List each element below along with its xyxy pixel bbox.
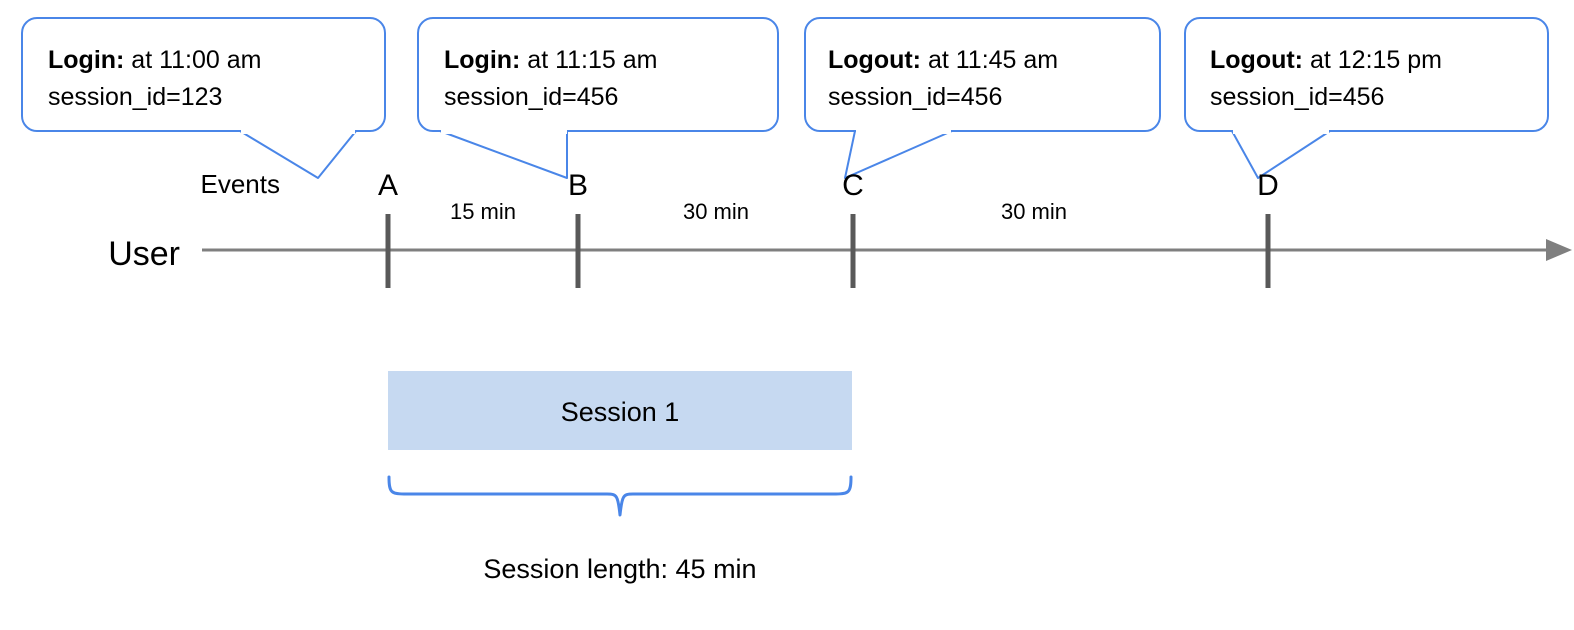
callout-logout-1145[interactable]: Logout: at 11:45 am session_id=456 — [804, 17, 1161, 179]
callout-2-tail — [439, 130, 568, 179]
callout-login-1115[interactable]: Login: at 11:15 am session_id=456 — [417, 17, 779, 179]
callout-1-tail-mask — [241, 128, 355, 134]
callout-3-tail — [844, 130, 953, 179]
callout-4-tail-fill — [1232, 131, 1330, 178]
callout-3-box[interactable] — [804, 17, 1161, 132]
session-bar[interactable]: Session 1 — [388, 371, 852, 450]
callout-4-tail-mask — [1233, 128, 1329, 134]
session-bar-label: Session 1 — [561, 397, 680, 427]
callout-3-tail-mask — [856, 128, 951, 134]
callout-1-box[interactable] — [21, 17, 386, 132]
callout-4-lead: Logout: — [1210, 46, 1303, 74]
callout-4-tail — [1231, 130, 1331, 179]
callout-2-lead: Login: — [444, 46, 520, 74]
session-bar-rect[interactable] — [388, 371, 852, 450]
callout-2-line-1: Login: at 11:15 am — [444, 46, 657, 74]
session-length-brace — [387, 475, 853, 517]
callout-3-line-2: session_id=456 — [828, 83, 1002, 111]
tick-label-b: B — [568, 169, 588, 202]
callout-3-lead: Logout: — [828, 46, 921, 74]
callout-4-box[interactable] — [1184, 17, 1549, 132]
interval-label-cd: 30 min — [1001, 199, 1067, 224]
callout-2-line-2: session_id=456 — [444, 83, 618, 111]
callout-1-line-1: Login: at 11:00 am — [48, 46, 261, 74]
tick-label-c: C — [842, 169, 864, 202]
callout-2-detail: at 11:15 am — [520, 46, 657, 74]
session-length-caption: Session length: 45 min — [483, 554, 756, 584]
callout-logout-1215[interactable]: Logout: at 12:15 pm session_id=456 — [1184, 17, 1549, 179]
callout-3-detail: at 11:45 am — [921, 46, 1058, 74]
callout-4-line-1: Logout: at 12:15 pm — [1210, 46, 1442, 74]
timeline-axis-arrowhead — [1546, 239, 1572, 261]
callout-1-lead: Login: — [48, 46, 124, 74]
callout-2-tail-mask — [441, 128, 567, 134]
events-row-label: Events — [201, 169, 281, 199]
callout-4-detail: at 12:15 pm — [1303, 46, 1442, 74]
callout-login-1100[interactable]: Login: at 11:00 am session_id=123 — [21, 17, 386, 179]
user-row-label: User — [108, 235, 180, 273]
interval-label-bc: 30 min — [683, 199, 749, 224]
callout-4-line-2: session_id=456 — [1210, 83, 1384, 111]
tick-label-d: D — [1257, 169, 1279, 202]
tick-label-a: A — [378, 169, 398, 202]
callout-3-line-1: Logout: at 11:45 am — [828, 46, 1058, 74]
callout-1-line-2: session_id=123 — [48, 83, 222, 111]
callout-1-tail — [239, 130, 357, 179]
interval-label-ab: 15 min — [450, 199, 516, 224]
callout-1-detail: at 11:00 am — [124, 46, 261, 74]
callout-2-box[interactable] — [417, 17, 779, 132]
